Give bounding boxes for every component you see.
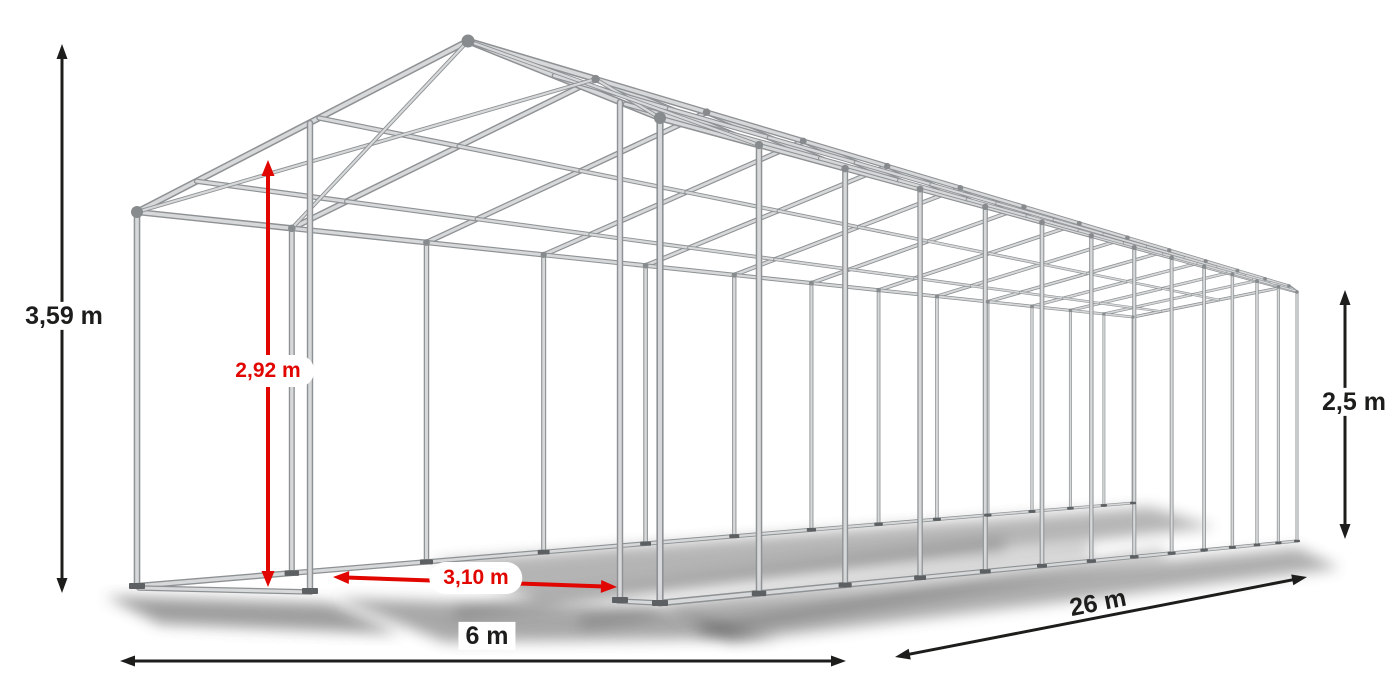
entrance-height-label: 2,92 m (221, 354, 315, 388)
side-height-label: 2,5 m (1315, 387, 1393, 417)
entrance-width-label: 3,10 m (429, 561, 523, 595)
width-label: 6 m (458, 621, 516, 651)
total-height-label: 3,59 m (18, 301, 110, 331)
